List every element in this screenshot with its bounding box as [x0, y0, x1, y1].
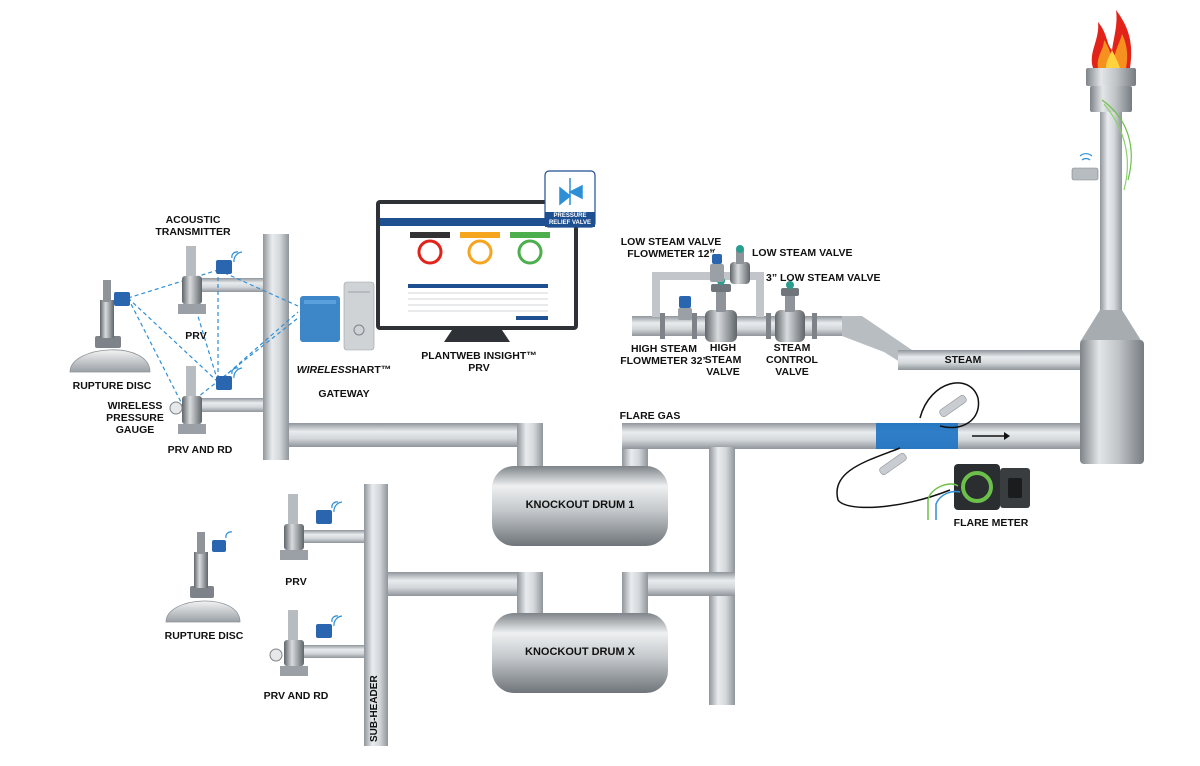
high-steam-valve: [705, 277, 737, 342]
wireless-pressure-gauge-label: WIRELESS PRESSURE GAUGE: [106, 400, 164, 436]
svg-text:↔: ↔: [679, 340, 688, 350]
flare-vessel-top: [1080, 310, 1142, 342]
acoustic-transmitter-label: ACOUSTIC TRANSMITTER: [155, 214, 231, 238]
wifi-icon: [1079, 153, 1093, 161]
steam-control-valve: [775, 281, 805, 342]
svg-text:↔: ↔: [708, 243, 717, 253]
arrow-right-icon: [972, 432, 1010, 440]
high-steam-flowmeter-label: HIGH STEAM FLOWMETER 32”: [620, 343, 708, 367]
prv-rd-top-branch-pipe: [200, 398, 263, 412]
gateway-label-line2: GATEWAY: [318, 388, 370, 400]
low-steam-valve: [730, 245, 750, 284]
high-steam-flowmeter: [678, 296, 692, 320]
high-steam-valve-label: HIGH STEAM VALVE: [704, 342, 742, 378]
main-header-pipe: [263, 234, 289, 460]
prv-top-label: PRV: [185, 330, 207, 342]
low-steam-flowmeter: [710, 254, 724, 282]
prv-rd-bottom-branch-pipe: [300, 645, 364, 658]
flare-stack: [1100, 110, 1122, 330]
wifi-icon: [231, 251, 243, 263]
prv-rd-top-valve: [169, 366, 243, 434]
stack-transmitter: [1071, 153, 1099, 181]
gauge-icon: [269, 648, 283, 662]
header-to-drum1-pipe: [289, 423, 543, 447]
flare-gas-pipe: [622, 423, 1082, 449]
prv-bottom-valve: [280, 494, 343, 560]
prv-badge-label: PRESSURE RELIEF VALVE: [548, 213, 592, 226]
prv-rd-bottom-valve: [269, 610, 343, 676]
monitor-icon: [376, 200, 578, 342]
low-steam-valve-3in-label: 3” LOW STEAM VALVE: [766, 272, 881, 284]
rupture-disc-top: [69, 280, 151, 373]
prv-bottom-branch-pipe: [300, 530, 364, 543]
drum1-inlet-pipe: [517, 423, 543, 473]
prv-top-branch-pipe: [200, 278, 263, 292]
gateway-label-hart: HART™: [351, 364, 392, 376]
wifi-icon: [331, 501, 343, 513]
low-steam-valve-label: LOW STEAM VALVE: [752, 247, 853, 259]
knockout-drum-1: [492, 466, 668, 546]
sub-header-label: SUB-HEADER: [369, 675, 380, 742]
flare-gas-label: FLARE GAS: [619, 410, 681, 422]
gauge-icon: [169, 401, 183, 415]
knockout-drum-x: [492, 613, 668, 693]
prv-top-valve: [178, 246, 243, 314]
steam-label: STEAM: [944, 354, 982, 366]
rupture-disc-bottom: [165, 531, 241, 623]
wifi-icon: [225, 531, 233, 539]
steam-pipe-right: [898, 350, 1080, 370]
flare-meter: [954, 464, 1030, 510]
flare-meter-label: FLARE METER: [953, 517, 1029, 529]
gateway-icon: [300, 281, 375, 351]
knockout-drum-1-label: KNOCKOUT DRUM 1: [525, 499, 635, 511]
prv-badge: [544, 170, 596, 228]
bypass-top: [652, 272, 762, 280]
steam-pipe-bend: [842, 316, 912, 362]
sub-header-pipe: [364, 484, 388, 746]
gateway-label-italic: WIRELESS: [296, 364, 352, 376]
low-steam-valve-flowmeter-label: LOW STEAM VALVE FLOWMETER 12”: [620, 236, 722, 260]
bypass-riser-right: [756, 272, 764, 317]
prv-bottom-label: PRV: [285, 576, 307, 588]
flare-vessel: [1080, 340, 1144, 464]
wifi-icon: [331, 615, 343, 627]
gateway-label: WIRELESSHART™ GATEWAY: [296, 352, 392, 400]
knockout-drum-x-label: KNOCKOUT DRUM X: [525, 646, 635, 658]
wifi-icon: [231, 367, 243, 379]
flame-icon: [1091, 10, 1132, 68]
rupture-disc-top-label: RUPTURE DISC: [72, 380, 152, 392]
flare-tip: [1086, 68, 1136, 112]
rupture-disc-bottom-label: RUPTURE DISC: [164, 630, 244, 642]
prv-and-rd-top-label: PRV AND RD: [167, 444, 233, 456]
prv-and-rd-bottom-label: PRV AND RD: [263, 690, 329, 702]
bypass-riser-left: [652, 277, 660, 317]
steam-control-valve-label: STEAM CONTROL VALVE: [766, 342, 818, 378]
plantweb-insight-label: PLANTWEB INSIGHT™ PRV: [421, 350, 537, 374]
